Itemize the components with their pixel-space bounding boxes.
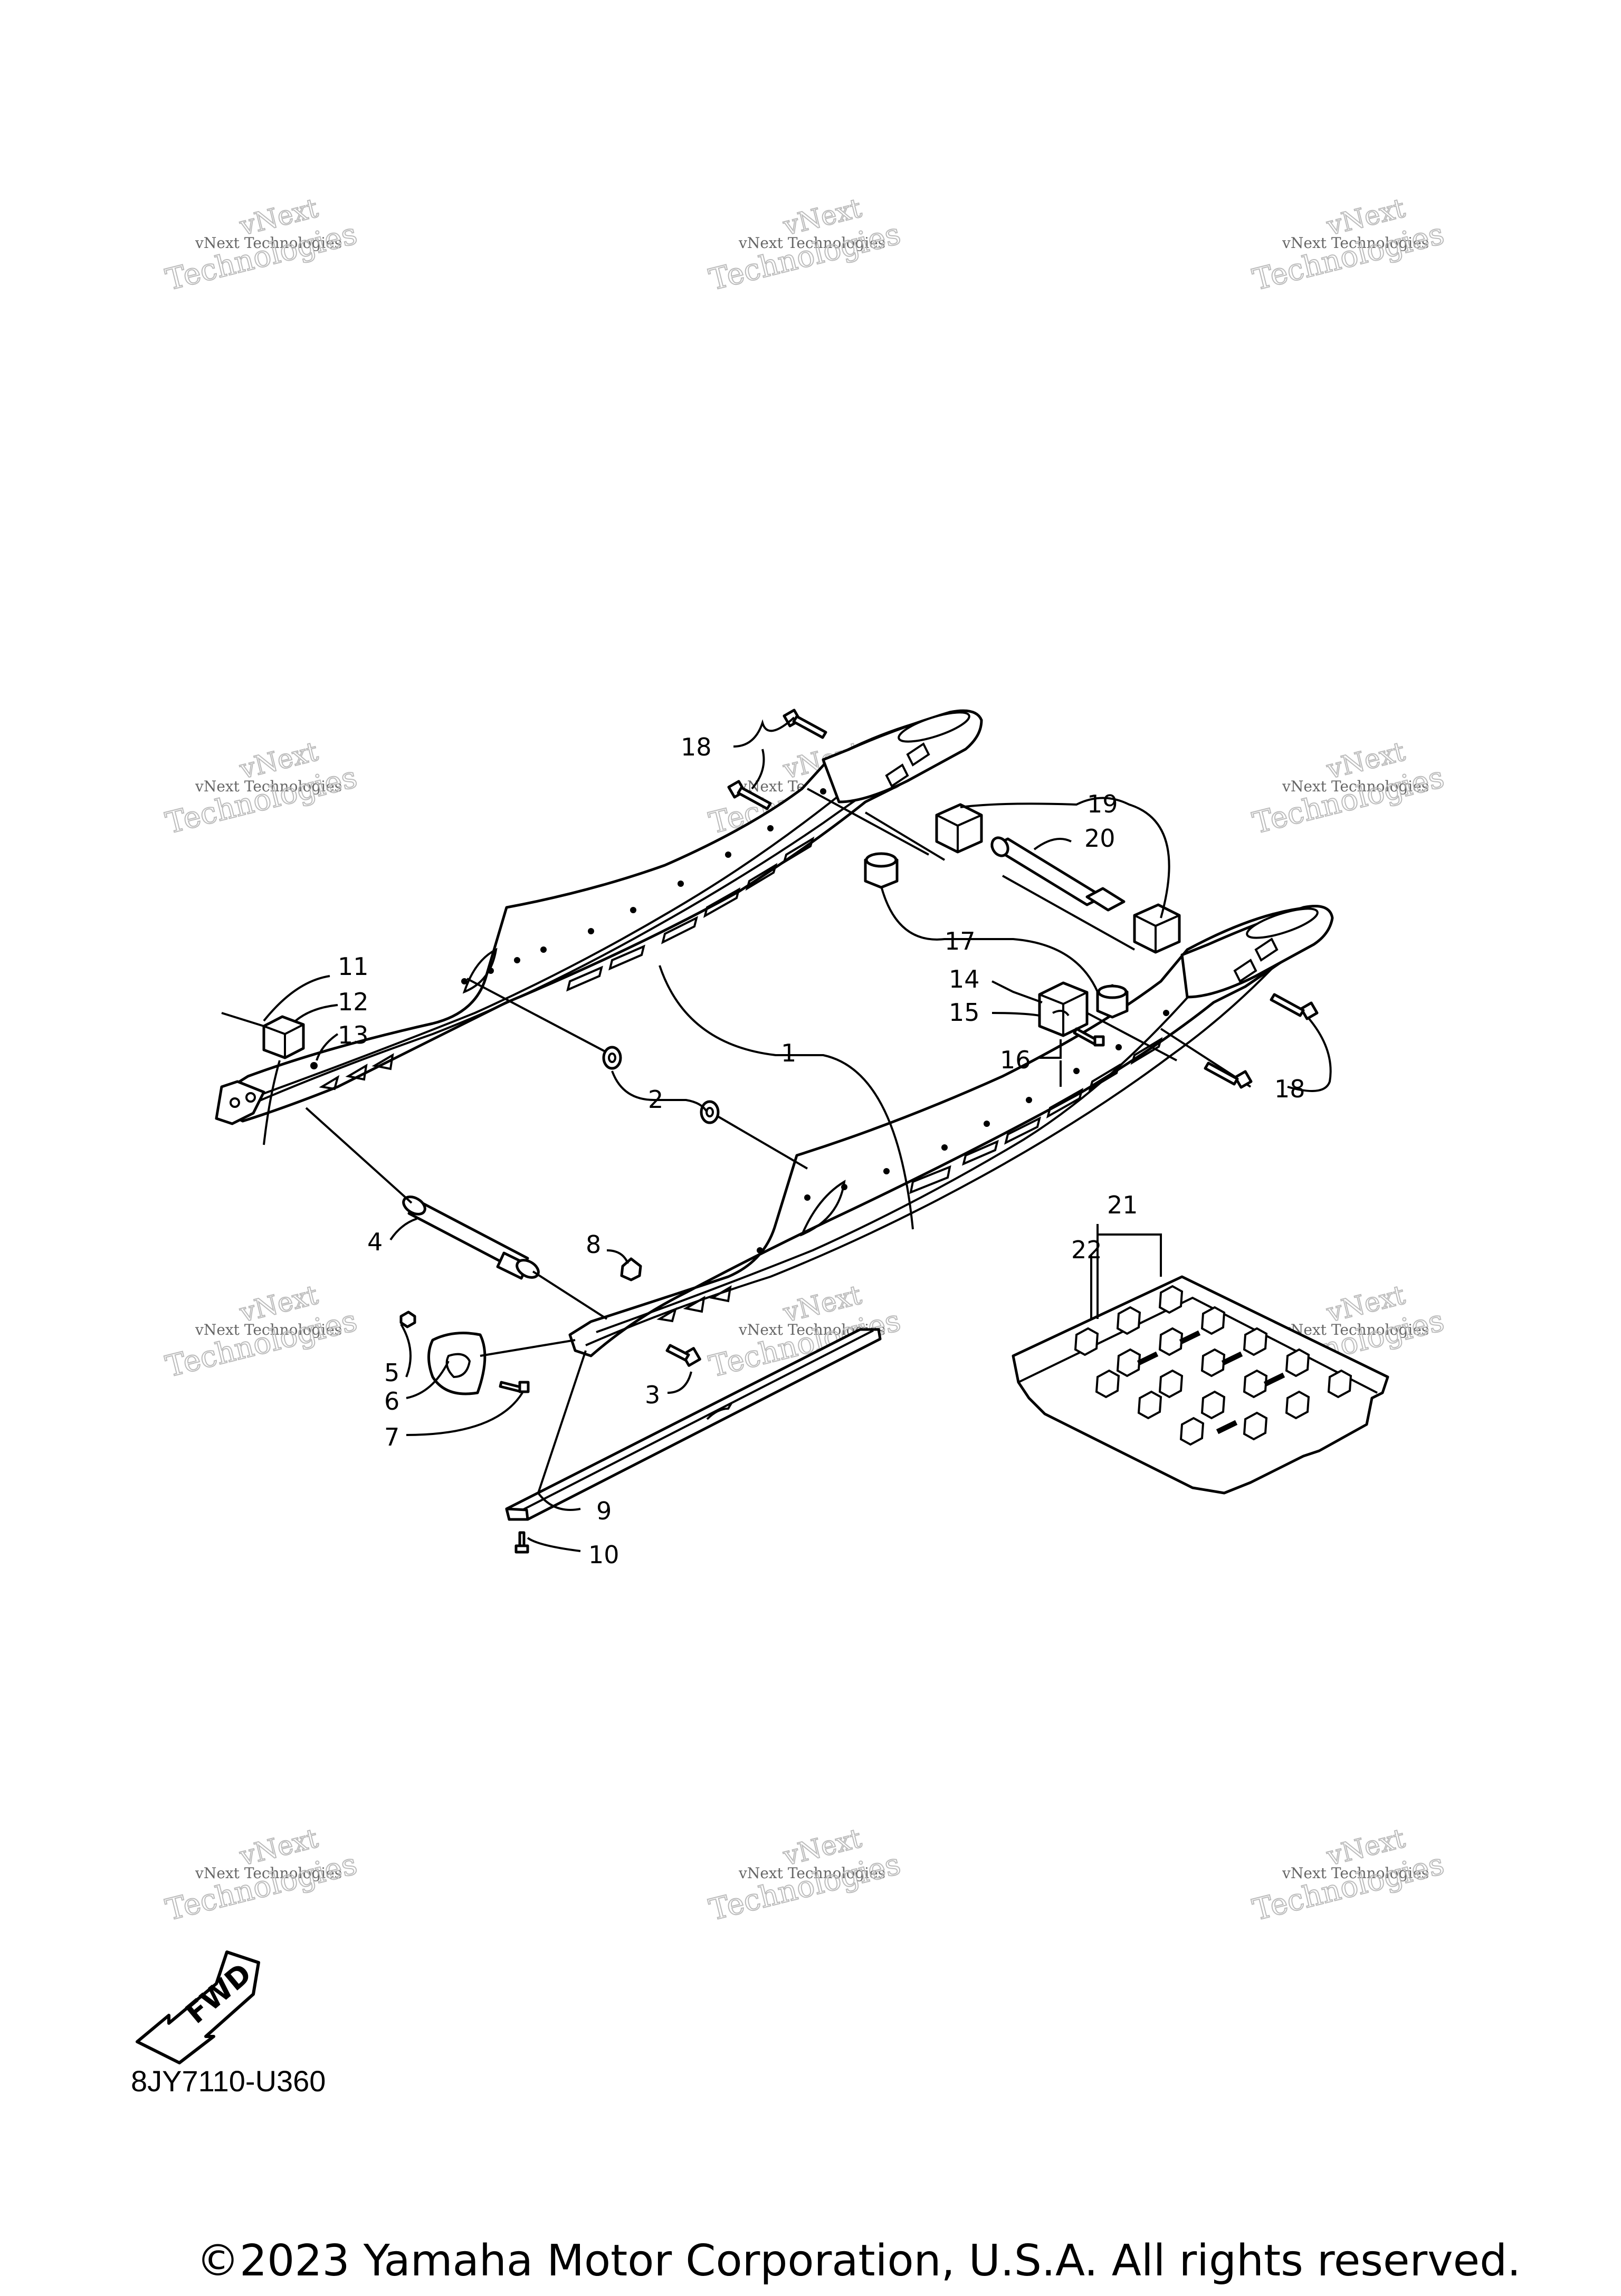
front-bolt-3: [665, 1344, 701, 1367]
svg-text:vNext Technologies: vNext Technologies: [195, 1864, 342, 1882]
callout-6: 6: [384, 1387, 399, 1415]
callout-15: 15: [949, 998, 980, 1027]
rear-block-right: [1133, 903, 1181, 954]
rear-shaft: [990, 836, 1126, 912]
callout-11: 11: [338, 952, 369, 981]
stopper-screw: [1073, 1027, 1105, 1047]
leader-lines: [263, 716, 1332, 1552]
fwd-arrow-icon: FWD: [136, 1950, 260, 2064]
bolt-18-d: [1204, 1061, 1253, 1089]
catalog-code: 8JY7110-U360: [131, 2064, 326, 2098]
callout-13: 13: [338, 1021, 369, 1049]
slider-runner: [505, 1328, 882, 1521]
svg-text:vNext Technologies: vNext Technologies: [195, 234, 342, 252]
svg-text:vNext Technologies: vNext Technologies: [195, 778, 342, 795]
collar-part: [602, 1046, 720, 1124]
rear-block-left: [935, 803, 983, 854]
axle-shaft: [305, 1107, 608, 1320]
copyright-notice: ©2023 Yamaha Motor Corporation, U.S.A. A…: [196, 2236, 1521, 2286]
bushing-upper: [864, 852, 899, 889]
callout-labels: 1 2 3 4 5 6 7 8 9 10 11 12 13 14 15 16 1…: [338, 733, 1305, 1569]
callout-1: 1: [781, 1039, 796, 1067]
callout-3: 3: [645, 1381, 660, 1409]
callout-4: 4: [367, 1228, 383, 1256]
callout-2: 2: [648, 1085, 663, 1114]
callout-7: 7: [384, 1423, 399, 1451]
callout-19: 19: [1087, 790, 1118, 818]
callout-5: 5: [384, 1359, 399, 1387]
callout-12: 12: [338, 988, 369, 1016]
stopper-block: [1038, 981, 1089, 1037]
rail-cutouts: [656, 957, 1221, 1323]
track-clips: [1137, 1330, 1285, 1434]
callout-18-right: 18: [1274, 1075, 1305, 1103]
svg-text:vNext Technologies: vNext Technologies: [738, 1864, 885, 1882]
track-belt: [1012, 1275, 1389, 1495]
callout-21: 21: [1107, 1191, 1138, 1219]
callout-10: 10: [588, 1541, 619, 1569]
bolt-18-b: [727, 780, 772, 810]
rear-plate-left: [822, 709, 983, 803]
svg-text:vNext Technologies: vNext Technologies: [738, 234, 885, 252]
callout-20: 20: [1084, 824, 1115, 853]
slider-screw: [514, 1531, 529, 1554]
callout-16: 16: [1000, 1046, 1031, 1074]
svg-text:vNext Technologies: vNext Technologies: [1282, 778, 1429, 795]
cap-part: [620, 1257, 642, 1281]
track-lugs: [1074, 1285, 1352, 1446]
callout-8: 8: [586, 1230, 601, 1259]
svg-text:vNext Technologies: vNext Technologies: [1282, 234, 1429, 252]
svg-text:vNext Technologies: vNext Technologies: [1282, 1864, 1429, 1882]
callout-17: 17: [945, 927, 976, 955]
upper-stopper: [221, 1012, 318, 1069]
rear-plate-right: [1180, 905, 1334, 999]
callout-9: 9: [596, 1497, 612, 1525]
bolt-18-a: [783, 709, 827, 739]
cross-shaft-lines: [466, 788, 1252, 1170]
callout-14: 14: [949, 965, 980, 993]
bumper-rubber: [399, 1310, 576, 1395]
left-rail-front: [215, 1080, 265, 1125]
svg-text:vNext Technologies: vNext Technologies: [1282, 1321, 1429, 1338]
bolt-18-c: [1270, 993, 1319, 1020]
svg-text:vNext Technologies: vNext Technologies: [195, 1321, 342, 1338]
callout-22: 22: [1071, 1236, 1102, 1264]
bushing-lower: [1096, 984, 1129, 1019]
callout-18-top: 18: [681, 733, 712, 761]
